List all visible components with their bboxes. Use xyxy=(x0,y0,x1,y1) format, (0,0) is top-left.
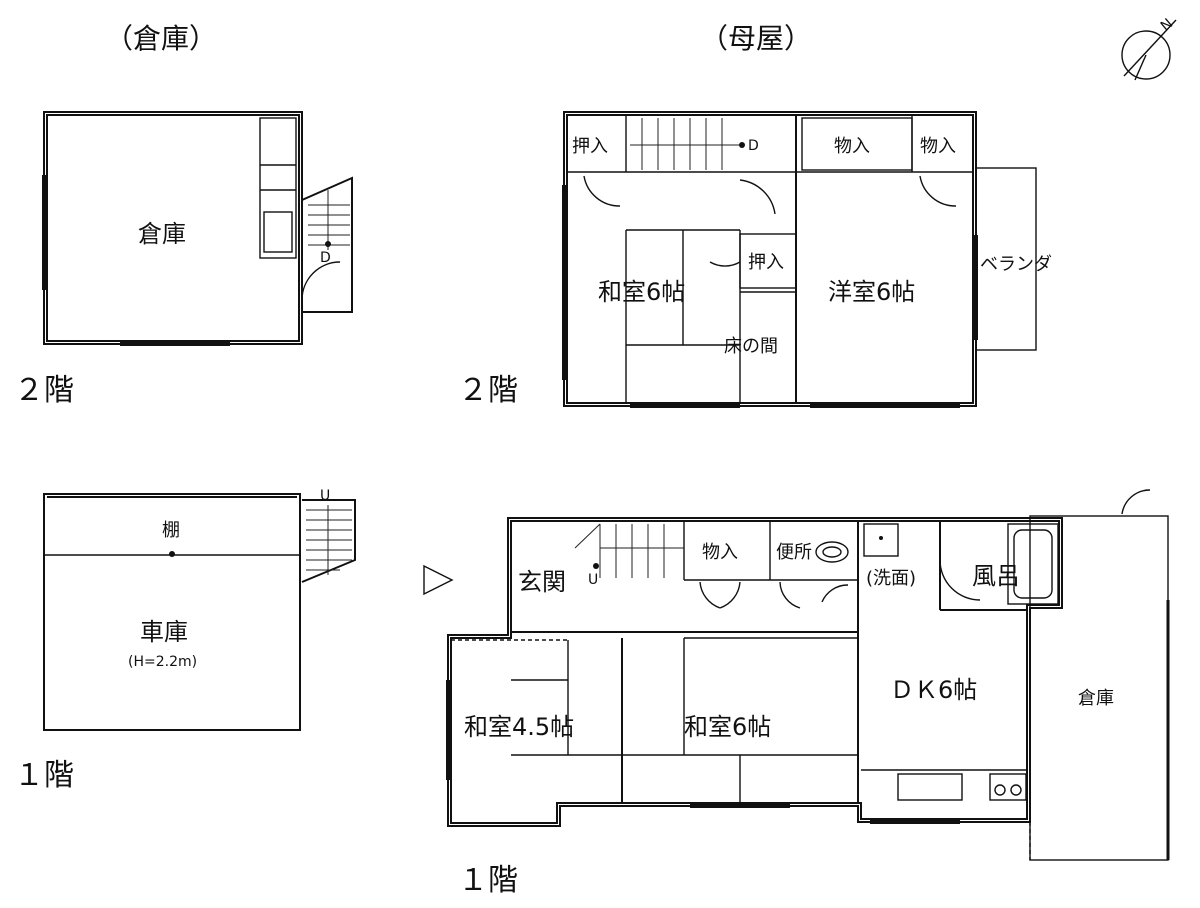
storehouse-1f-stair-label: U xyxy=(320,488,330,504)
storage-label-2f-a: 物入 xyxy=(834,136,870,157)
main-1f-stair-label: U xyxy=(588,572,598,588)
floor-label-main-1f: １階 xyxy=(458,863,518,898)
heading-main-house: （母屋） xyxy=(700,22,812,55)
tokonoma-label: 床の間 xyxy=(724,336,778,357)
main-2f-stair-label: D xyxy=(748,138,759,154)
storage-label-2f-b: 物入 xyxy=(920,136,956,157)
washitsu-6-1f-label: 和室6帖 xyxy=(684,713,771,741)
shelf-label: 棚 xyxy=(162,520,180,541)
storehouse-2f-plan: D 倉庫 xyxy=(42,111,353,346)
closet-label-2f-b: 押入 xyxy=(748,252,784,273)
main-house-2f-plan: D 押入 物入 物入 押入 和室6帖 洋室6帖 ベランダ 床の間 xyxy=(562,111,1052,408)
washitsu-45-label: 和室4.5帖 xyxy=(464,713,574,741)
veranda-label: ベランダ xyxy=(980,254,1052,275)
storehouse-2f-stair-label: D xyxy=(320,250,331,266)
bath-label: 風呂 xyxy=(972,562,1020,590)
floor-label-storehouse-2f: ２階 xyxy=(14,373,74,408)
entrance-triangle-icon xyxy=(423,564,454,596)
floor-label-main-2f: ２階 xyxy=(458,373,518,408)
floor-label-storehouse-1f: １階 xyxy=(14,758,74,793)
yoshitsu-2f-label: 洋室6帖 xyxy=(828,278,915,306)
north-compass-icon: N xyxy=(1121,16,1177,81)
washitsu-2f-label: 和室6帖 xyxy=(598,278,685,306)
storehouse-2f-room-label: 倉庫 xyxy=(138,220,186,248)
toilet-label: 便所 xyxy=(776,542,812,563)
compass-north-label: N xyxy=(1158,16,1176,35)
washroom-label: (洗面) xyxy=(866,568,916,589)
storeroom-label: 倉庫 xyxy=(1078,688,1114,709)
genkan-label: 玄関 xyxy=(518,568,566,596)
storage-label-1f: 物入 xyxy=(702,542,738,563)
garage-height-label: (H=2.2m) xyxy=(128,654,197,670)
heading-storehouse: （倉庫） xyxy=(105,22,217,55)
main-house-1f-plan: U xyxy=(423,489,1170,861)
dk-label: ＤＫ6帖 xyxy=(890,676,977,704)
garage-label: 車庫 xyxy=(140,618,188,646)
closet-label-2f-a: 押入 xyxy=(572,136,608,157)
storehouse-1f-plan: U 棚 車庫 (H=2.2m) xyxy=(43,488,356,731)
